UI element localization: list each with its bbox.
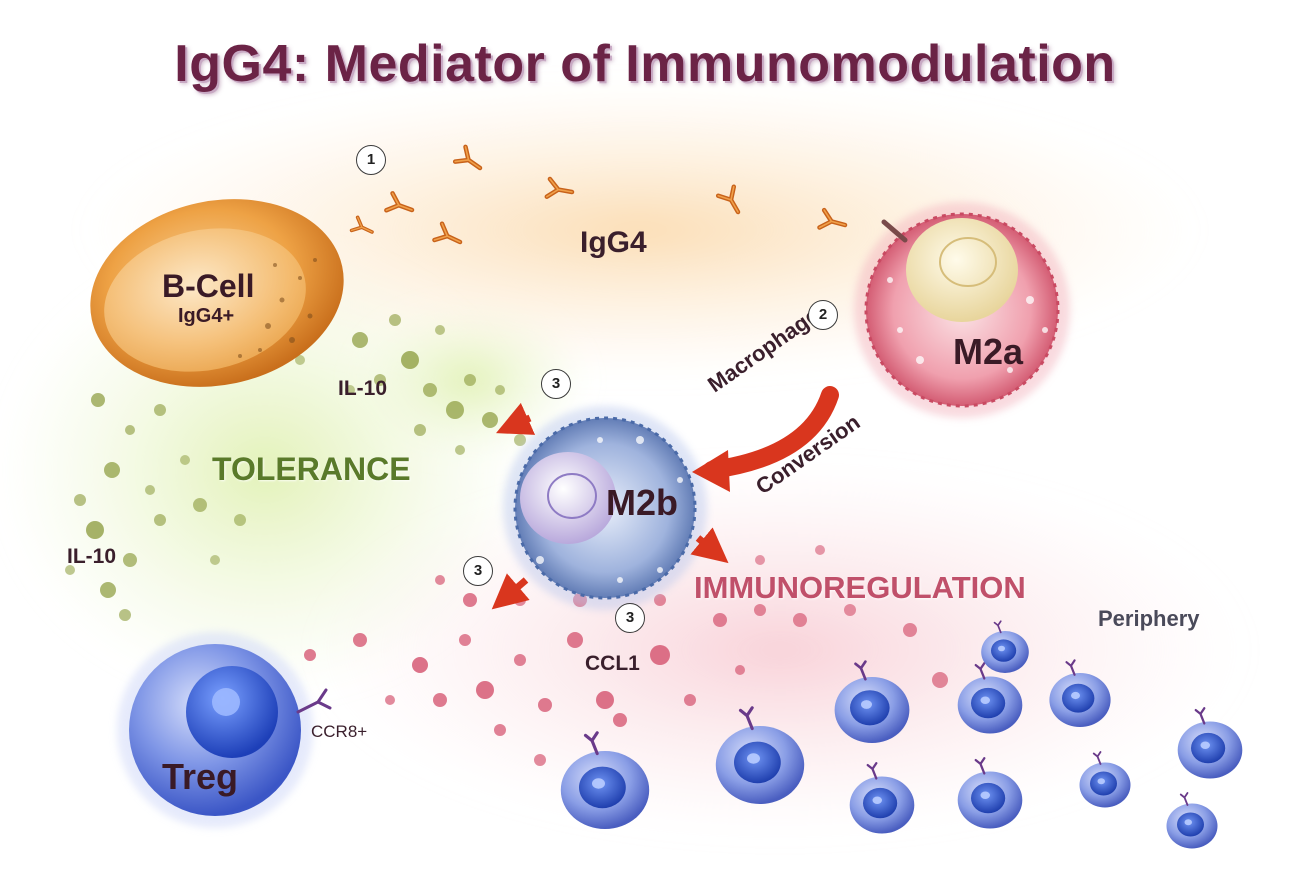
b-cell [90,199,344,387]
arrows [491,219,908,610]
il10-dots [65,304,526,621]
il10-label-lower: IL-10 [67,545,117,568]
m2b-macrophage [503,406,707,610]
step-3-marker-tolerance: 3 [541,369,571,399]
tolerance-label: TOLERANCE [212,451,411,487]
b-cell-sublabel: IgG4+ [178,305,235,327]
conversion-arrow-body [703,386,839,479]
il10-label-upper: IL-10 [338,377,388,400]
ccl1-label: CCL1 [585,652,640,675]
treg-cell [117,632,332,828]
b-cell-label: B-Cell [162,268,255,304]
arrow-to-treg [491,573,530,610]
step-2-marker: 2 [808,300,838,330]
m2a-label: M2a [953,331,1024,372]
step-1-marker: 1 [356,145,386,175]
igg4-label: IgG4 [580,226,647,259]
ccr8-receptor [296,688,332,714]
m2b-label: M2b [606,482,678,523]
immunoregulation-label: IMMUNOREGULATION [694,570,1026,605]
periphery-label: Periphery [1098,606,1200,631]
step-3-marker-treg: 3 [463,556,493,586]
step-3-marker-ccl1: 3 [615,603,645,633]
m2a-macrophage [854,202,1070,418]
igg4-binding-arrow [881,219,908,243]
conversion-arrow-head [692,450,730,492]
arrow-to-immunoregulation [690,527,729,564]
treg-label: Treg [162,756,239,797]
page-title: IgG4: Mediator of Immunomodulation [174,35,1116,93]
arrow-to-tolerance [496,402,536,435]
ccr8-label: CCR8+ [311,722,368,741]
